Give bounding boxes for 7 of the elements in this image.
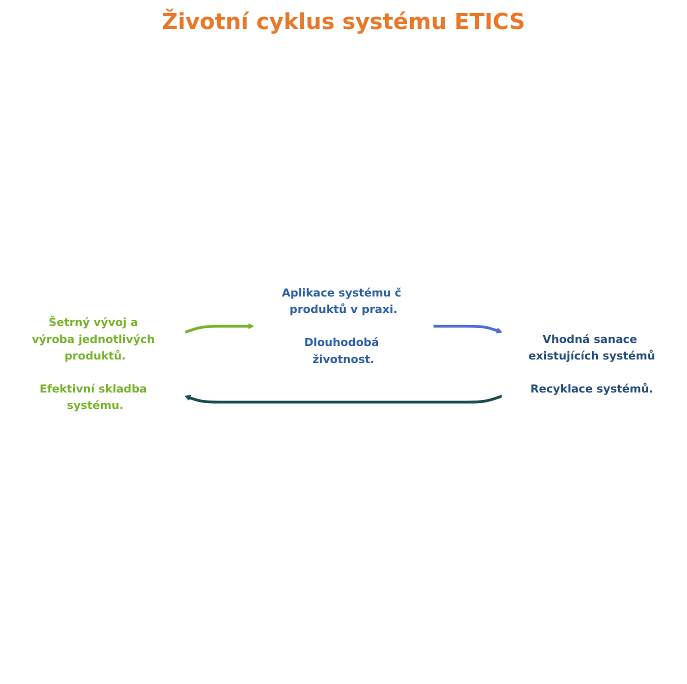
node-text: Šetrný vývoj a výroba jednotlivých produktů. Efektivní skladba systému. [32, 316, 155, 412]
node-text: Vhodná sanace existujících systémů Recyklace systémů. [528, 332, 656, 395]
arrow [433, 324, 502, 334]
arrow [184, 322, 254, 334]
node-text: Aplikace systému č produktů v praxi. Dlouhodobá životnost. [282, 286, 402, 366]
diagram-title: Životní cyklus systému ETICS [160, 10, 526, 35]
arrow [184, 394, 503, 404]
